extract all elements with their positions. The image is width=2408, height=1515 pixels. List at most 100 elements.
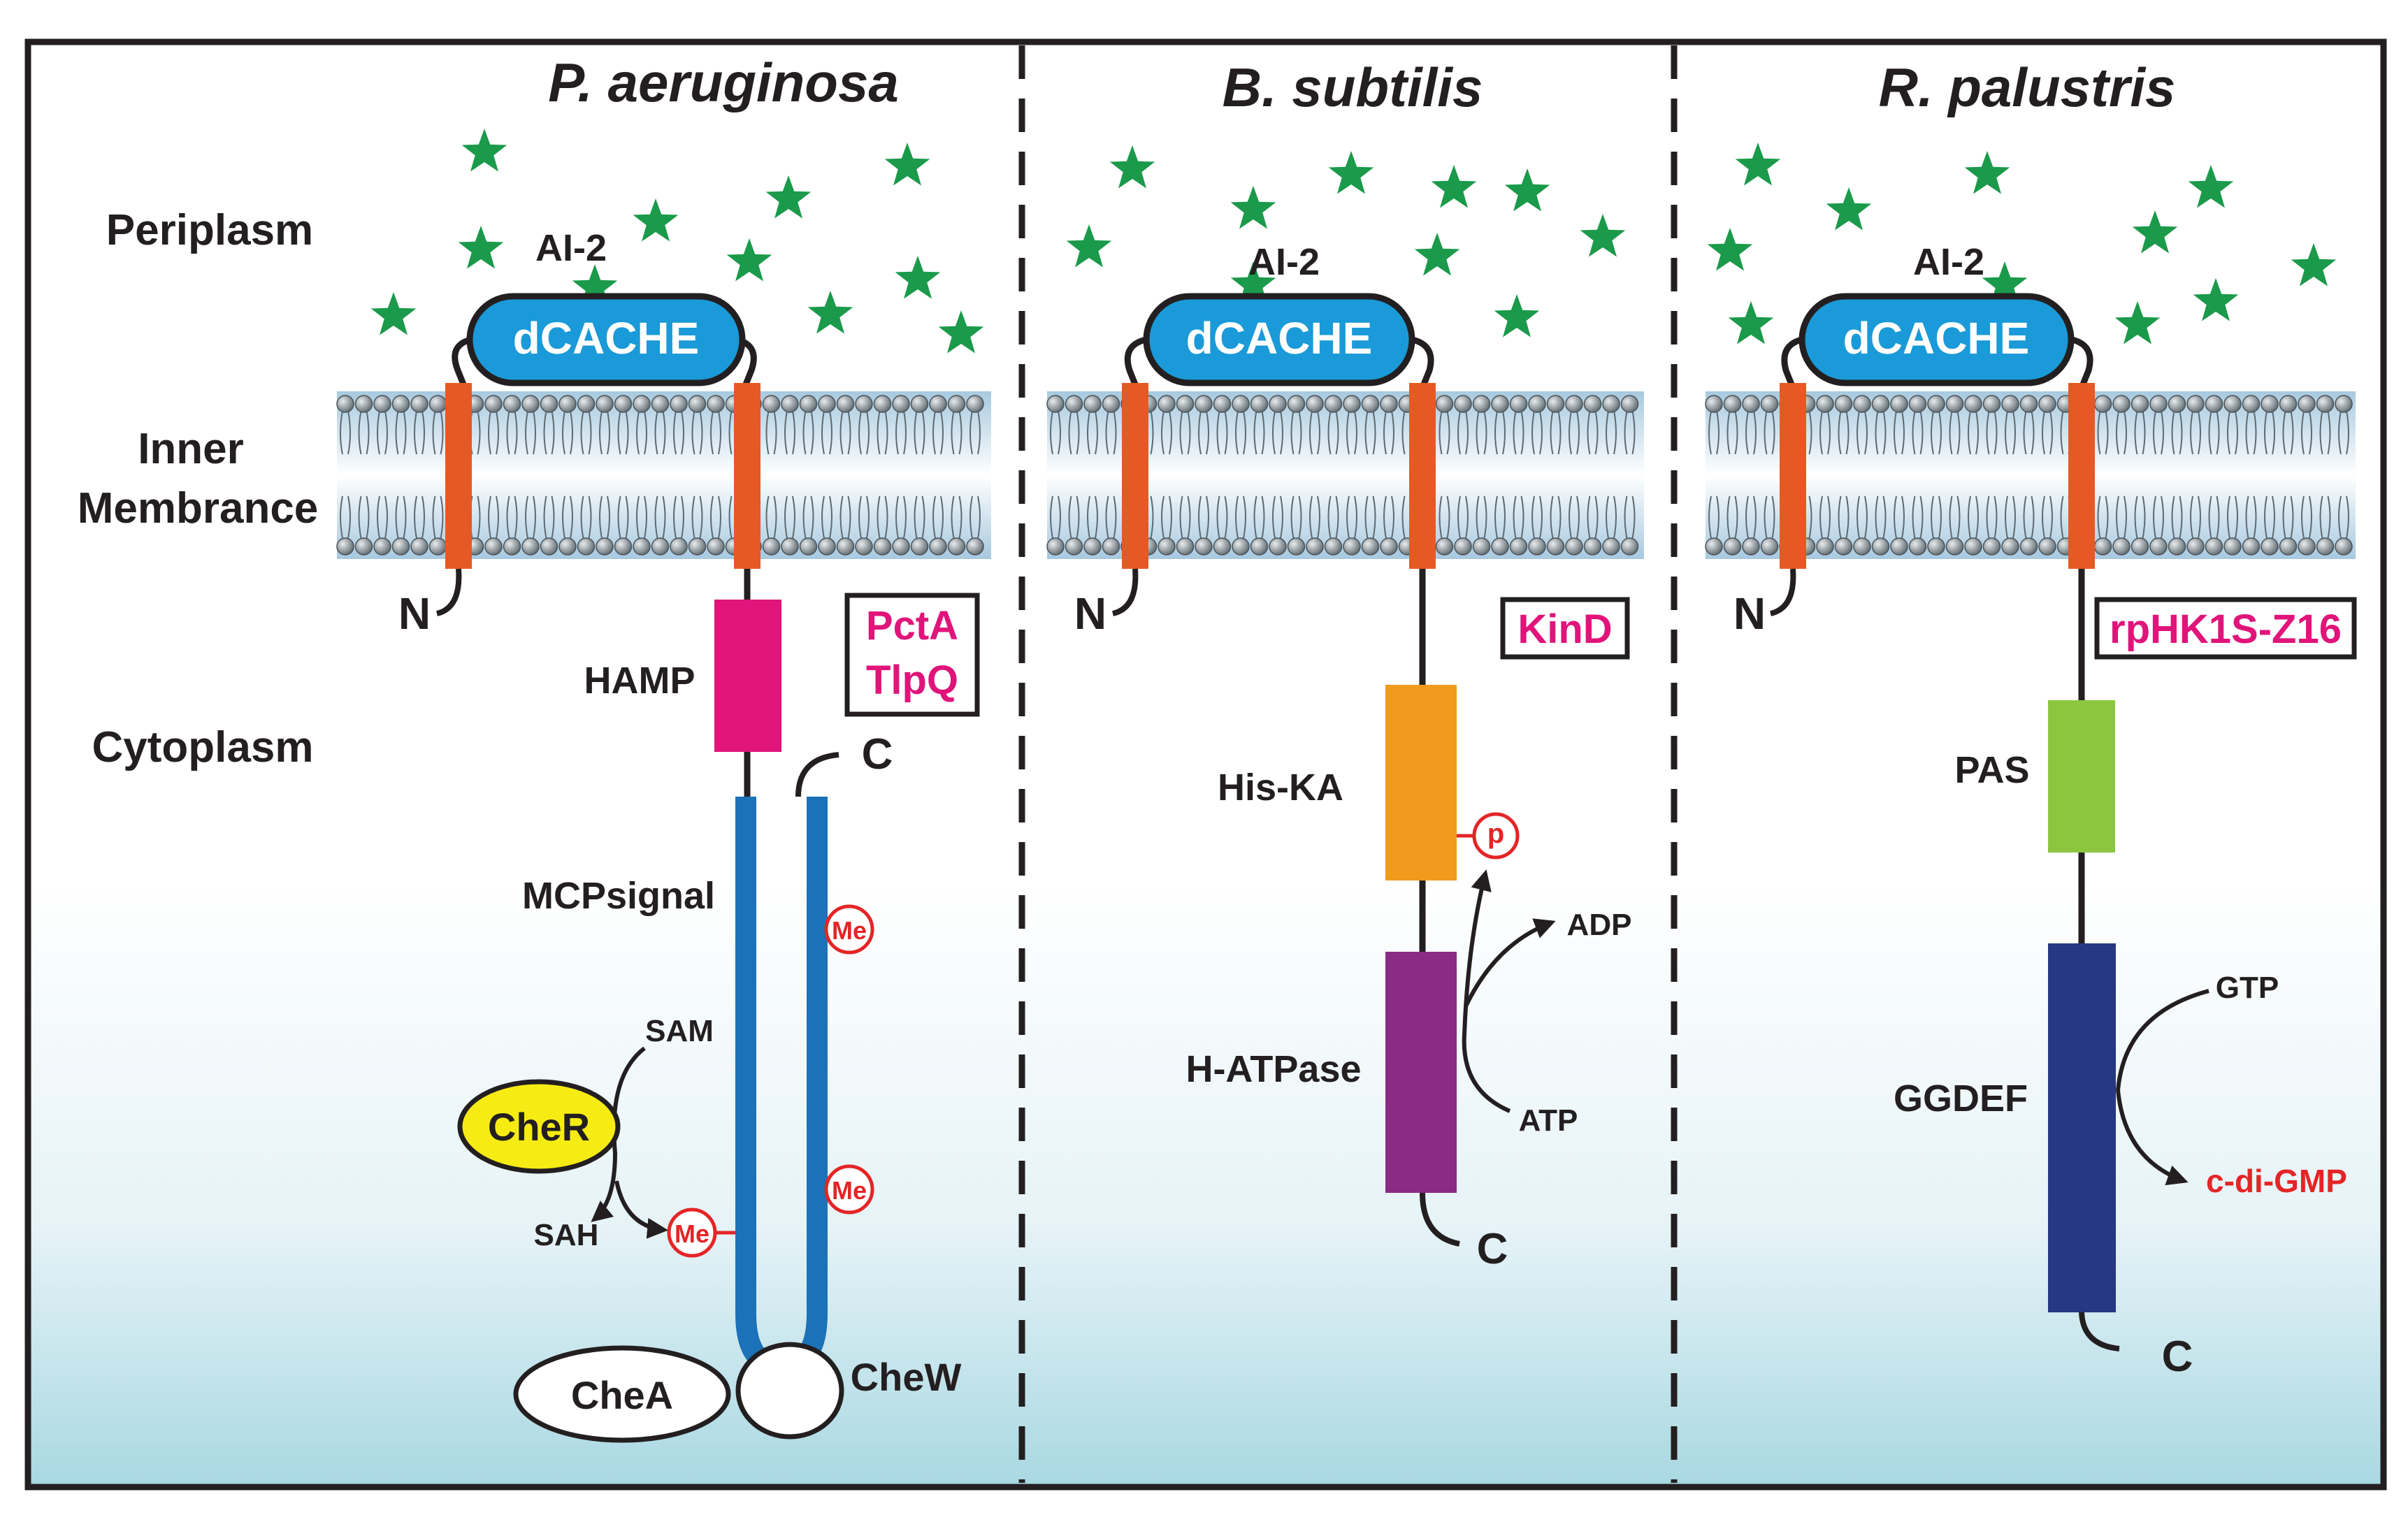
methyl-mark: [824, 904, 874, 955]
transmembrane-helix: [1780, 383, 1806, 569]
phosphate-label: p: [1487, 818, 1504, 849]
ai2-star-icon: [461, 129, 507, 172]
ai2-star-icon: [2188, 165, 2234, 208]
ai2-star-icon: [1431, 165, 1477, 208]
mcpsignal-label: MCPsignal: [522, 875, 715, 917]
ai2-star-icon: [1328, 151, 1374, 194]
phosphate-mark: [1472, 812, 1520, 860]
dcache-label: dCACHE: [1843, 313, 2030, 363]
lipid-bilayer: [336, 391, 991, 559]
ai2-star-icon: [765, 175, 812, 219]
cher-label: CheR: [488, 1105, 590, 1149]
chew-label: CheW: [851, 1355, 962, 1399]
ai2-star-icon: [1494, 294, 1540, 338]
ai2-star-icon: [1230, 186, 1276, 229]
ai2-label: AI-2: [535, 227, 607, 269]
n-terminus-tail: [1111, 568, 1139, 616]
methyl-mark: [667, 1208, 717, 1258]
organism-title: R. palustris: [1879, 57, 2176, 118]
ai2-star-icon: [938, 310, 984, 354]
sah-label: SAH: [534, 1218, 599, 1252]
diagram-frame: [24, 38, 2387, 1491]
panel-r-palustris: AI-2 dCACHE N rpHK1S-Z16 PAS GGDEF C GTP…: [1733, 241, 2357, 1381]
methylation-arrow: [614, 1180, 668, 1239]
n-terminus-label: N: [1733, 588, 1766, 639]
c-terminus-tail: [1420, 1192, 1460, 1247]
ai2-star-icon: [370, 292, 417, 335]
dcache-domain: [1798, 293, 2075, 386]
ggdef-domain: [2048, 943, 2116, 1312]
ai2-star-icon: [807, 291, 853, 334]
phosphorylation-arrow: [1464, 918, 1556, 1008]
ai2-star-icon: [884, 143, 930, 186]
inner-membrane-label: Inner: [138, 425, 244, 473]
his-ka-label: His-KA: [1218, 767, 1343, 809]
pas-label: PAS: [1954, 749, 2029, 791]
c-terminus-label: C: [1477, 1225, 1508, 1273]
c-terminus-tail: [795, 752, 839, 797]
methylation-arrow: [591, 1046, 646, 1222]
protein-name: KinD: [1517, 607, 1612, 652]
ai2-star-icon: [2114, 301, 2161, 345]
transmembrane-helix: [734, 383, 760, 569]
cytoplasm-label: Cytoplasm: [92, 723, 314, 771]
ai2-star-icon: [1580, 214, 1626, 257]
methyl-mark: [824, 1164, 874, 1215]
n-terminus-tail: [435, 568, 462, 616]
methyl-label: Me: [832, 1176, 867, 1205]
protein-name: PctA: [866, 603, 958, 648]
ai2-star-icon: [2193, 278, 2239, 321]
ai2-star-icon: [633, 198, 679, 242]
ai2-star-icon: [1066, 224, 1112, 268]
ai2-star-icon: [2291, 243, 2337, 287]
linker: [2068, 335, 2093, 389]
ai2-star-icon: [1735, 143, 1781, 186]
c-terminus-label: C: [2162, 1333, 2193, 1381]
methyl-label: Me: [675, 1219, 709, 1248]
h-atpase-label: H-ATPase: [1185, 1048, 1361, 1090]
his-ka-domain: [1385, 685, 1457, 880]
atp-label: ATP: [1519, 1103, 1578, 1138]
transmembrane-helix: [2068, 383, 2095, 569]
inner-membrane-label: Membrance: [78, 484, 319, 532]
organism-title: B. subtilis: [1223, 57, 1483, 118]
c-terminus-label: C: [862, 730, 893, 778]
c-di-gmp-label: c-di-GMP: [2206, 1163, 2347, 1199]
transmembrane-helix: [1122, 383, 1148, 569]
ai2-label: AI-2: [1248, 241, 1320, 283]
n-terminus-tail: [1769, 568, 1796, 616]
protein-name-box: [1500, 597, 1630, 660]
ai2-star-icon: [1109, 145, 1155, 189]
ai2-star-icon: [1964, 151, 2010, 194]
gtp-label: GTP: [2216, 971, 2279, 1005]
protein-name: TlpQ: [866, 658, 958, 703]
ai2-label: AI-2: [1913, 241, 1984, 283]
protein-name-box: [844, 593, 980, 717]
periplasm-label: Periplasm: [106, 206, 313, 254]
n-terminus-label: N: [1074, 588, 1106, 639]
dcache-label: dCACHE: [513, 313, 700, 363]
ai2-star-icon: [458, 226, 504, 269]
ai2-star-icon: [1826, 187, 1872, 231]
protein-name: rpHK1S-Z16: [2110, 607, 2342, 652]
transmembrane-helix: [1409, 383, 1436, 569]
ai2-star-icon: [1728, 301, 1774, 345]
dcache-domain: [1143, 293, 1415, 386]
h-atpase-domain: [1385, 952, 1457, 1193]
ai2-star-icon: [726, 238, 772, 282]
adp-label: ADP: [1567, 908, 1632, 942]
phosphorylation-arrow: [1462, 869, 1511, 1113]
ai2-star-icon: [1414, 233, 1460, 276]
panel-b-subtilis: AI-2 dCACHE N KinD His-KA p H-ATPase C A…: [1074, 241, 1632, 1273]
pas-domain: [2048, 700, 2115, 853]
ai2-star-icon: [1504, 168, 1550, 212]
transmembrane-helix: [445, 383, 472, 569]
chew-protein: [735, 1342, 844, 1440]
ai2-star-icon: [1982, 261, 2028, 305]
c-terminus-tail: [2079, 1312, 2120, 1351]
chea-label: CheA: [571, 1373, 673, 1417]
dcache-label: dCACHE: [1186, 313, 1373, 363]
ai2-star-icon: [1707, 228, 1753, 271]
dcache-domain: [466, 293, 746, 386]
